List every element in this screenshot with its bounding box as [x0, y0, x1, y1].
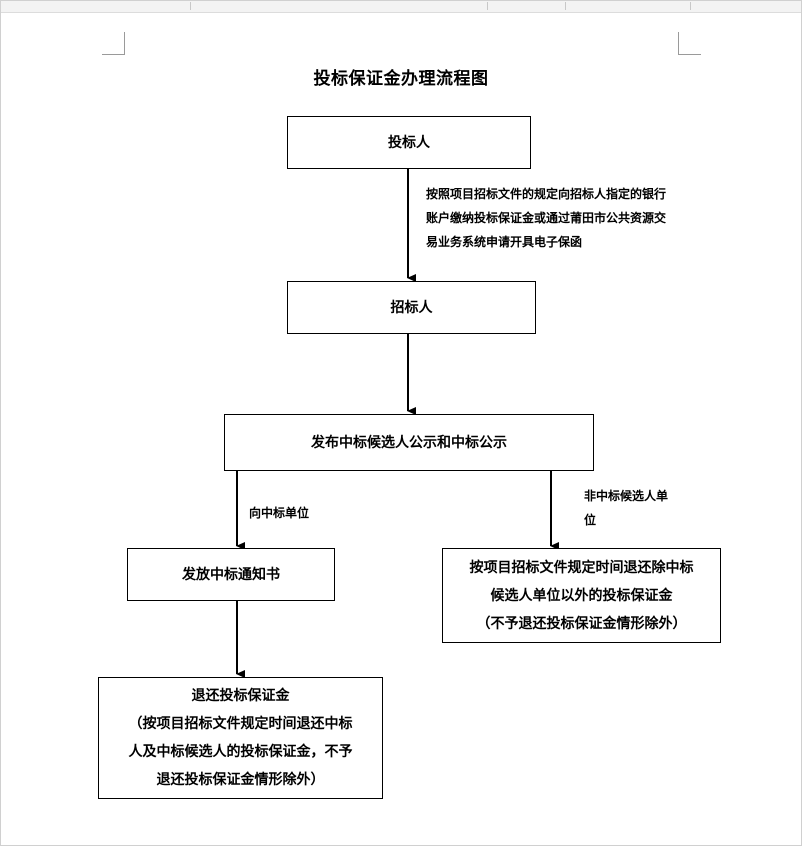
edge-label-payment-line3: 易业务系统申请开具电子保函 [426, 235, 583, 249]
edge-label-payment-line1: 按照项目招标文件的规定向招标人指定的银行 [426, 187, 667, 201]
edge-label-non-candidate-line2: 位 [584, 513, 597, 527]
edge-label-to-winner: 向中标单位 [249, 506, 310, 520]
margin-corner-top-right [678, 32, 701, 55]
node-publish-label: 发布中标候选人公示和中标公示 [311, 434, 507, 451]
node-refund-winner-line2: （按项目招标文件规定时间退还中标 [128, 716, 353, 732]
ruler-tick [565, 2, 566, 10]
node-refund-winner-line4: 退还投标保证金情形除外） [156, 772, 325, 788]
node-tenderee: 招标人 [287, 281, 536, 334]
node-bidder: 投标人 [287, 116, 531, 169]
node-refund-others-line3: （不予退还投标保证金情形除外） [476, 615, 687, 632]
node-notice-label: 发放中标通知书 [182, 566, 280, 583]
page-title: 投标保证金办理流程图 [313, 69, 489, 89]
edge-label-non-candidate-line1: 非中标候选人单 [584, 489, 669, 503]
ruler-tick [690, 2, 691, 10]
node-publish: 发布中标候选人公示和中标公示 [224, 414, 594, 471]
node-notice: 发放中标通知书 [127, 548, 335, 601]
ruler-bar [0, 0, 802, 13]
node-refund-others: 按项目招标文件规定时间退还除中标 候选人单位以外的投标保证金 （不予退还投标保证… [442, 548, 721, 643]
edge-label-non-candidate: 非中标候选人单 位 [584, 484, 714, 532]
edge-label-payment-line2: 账户缴纳投标保证金或通过莆田市公共资源交 [426, 211, 667, 225]
node-refund-others-line2: 候选人单位以外的投标保证金 [490, 587, 673, 604]
ruler-tick [190, 2, 191, 10]
margin-corner-top-left [102, 32, 125, 55]
node-refund-winner: 退还投标保证金 （按项目招标文件规定时间退还中标 人及中标候选人的投标保证金，不… [98, 677, 383, 799]
node-bidder-label: 投标人 [388, 134, 430, 151]
edge-label-payment: 按照项目招标文件的规定向招标人指定的银行 账户缴纳投标保证金或通过莆田市公共资源… [426, 182, 726, 254]
node-refund-winner-line1: 退还投标保证金 [191, 688, 290, 704]
ruler-tick [487, 2, 488, 10]
node-tenderee-label: 招标人 [390, 299, 433, 316]
node-refund-others-line1: 按项目招标文件规定时间退还除中标 [469, 559, 694, 576]
node-refund-winner-line3: 人及中标候选人的投标保证金，不予 [128, 744, 353, 760]
